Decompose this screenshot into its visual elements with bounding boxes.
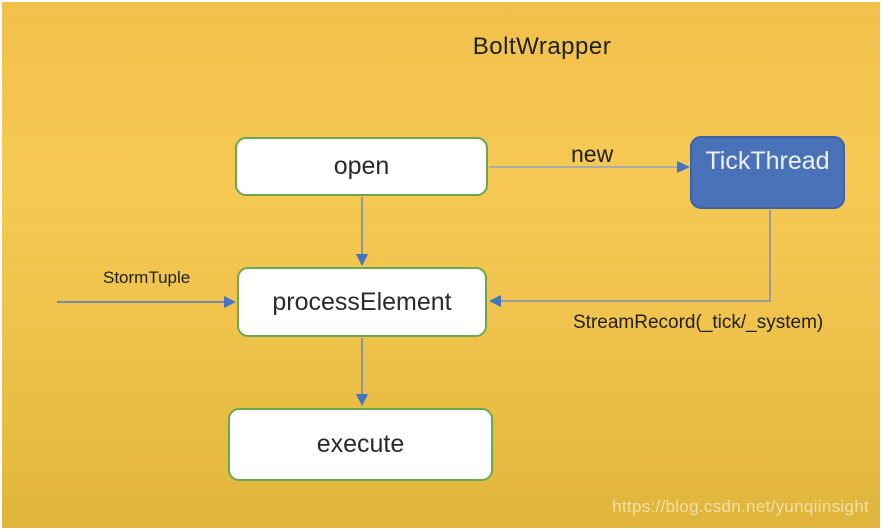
edge-tickthread-to-process xyxy=(500,210,771,302)
node-process-element-label: processElement xyxy=(272,287,452,316)
node-tickthread-label: TickThread xyxy=(705,147,830,175)
node-execute: execute xyxy=(228,408,493,481)
arrowhead-execute-top xyxy=(356,394,368,406)
edge-label-stormtuple: StormTuple xyxy=(103,268,191,287)
node-open-label: open xyxy=(333,152,390,180)
arrowhead-process-left xyxy=(224,296,236,308)
page-title: BoltWrapper xyxy=(472,33,612,60)
arrowhead-process-top xyxy=(356,254,368,266)
node-tickthread: TickThread xyxy=(690,136,845,209)
arrowhead-tickthread xyxy=(677,161,690,173)
watermark-url: https://blog.csdn.net/yunqiinsight xyxy=(612,497,869,516)
node-process-element: processElement xyxy=(237,267,487,337)
edge-label-streamrecord: StreamRecord(_tick/_system) xyxy=(573,312,824,333)
arrowhead-process-right xyxy=(489,295,501,307)
node-execute-label: execute xyxy=(316,430,405,458)
edge-label-new: new xyxy=(571,141,614,167)
node-open: open xyxy=(235,137,488,196)
